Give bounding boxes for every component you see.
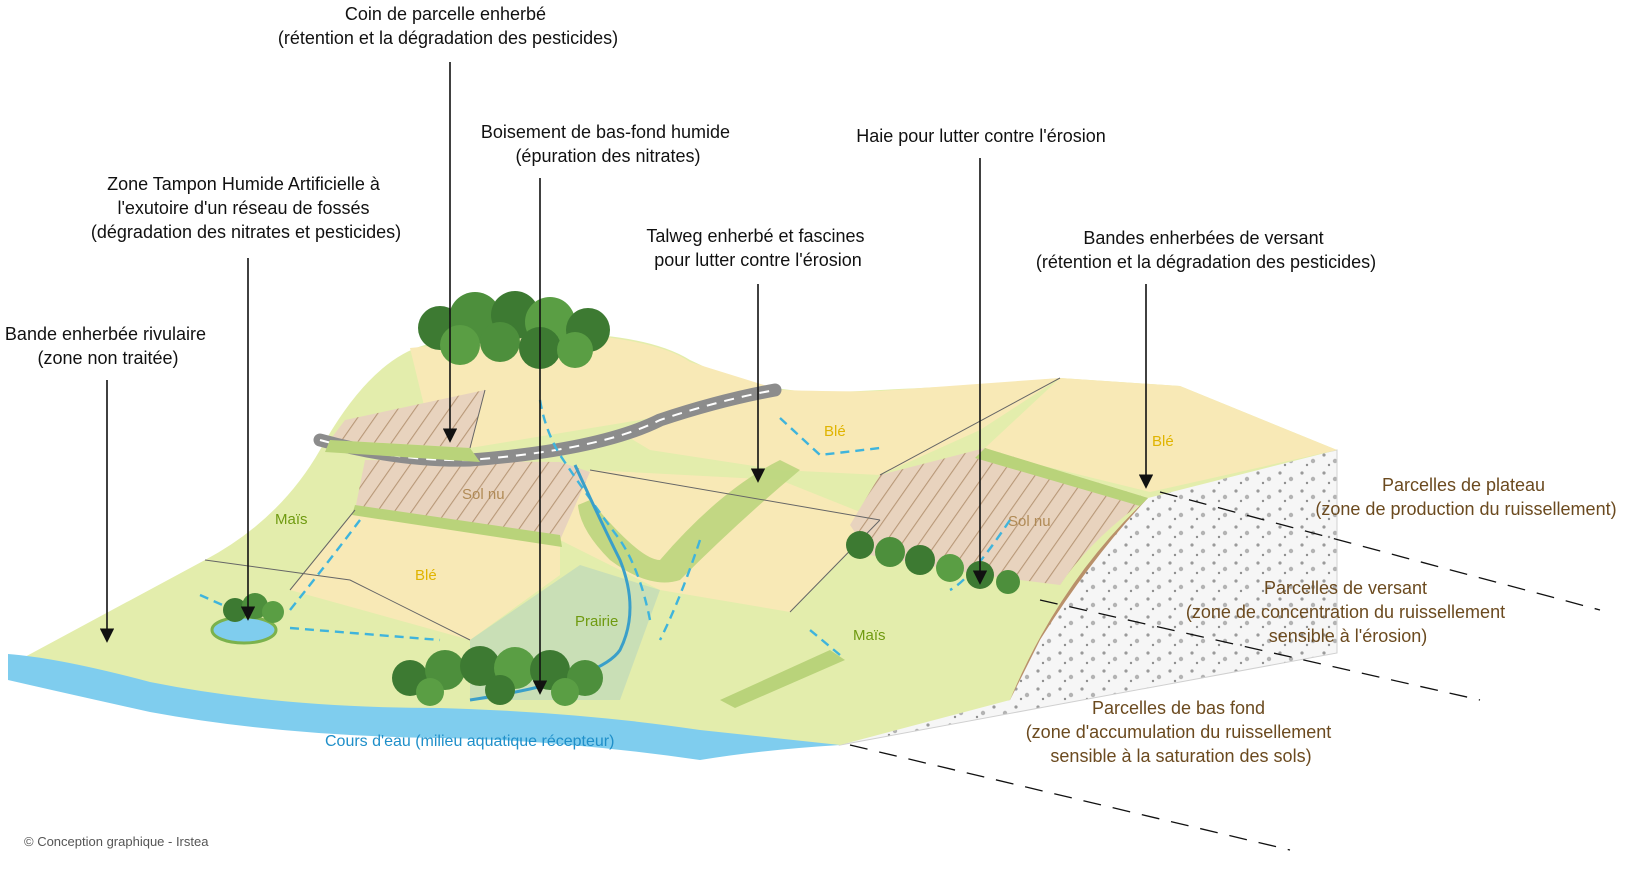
zone-label-plateau: Parcelles de plateau (zone de production… (1315, 475, 1616, 519)
label-woodland: Boisement de bas-fond humide (épuration … (481, 122, 735, 166)
wetland-pond (210, 615, 278, 645)
crop-label-prairie: Prairie (575, 613, 618, 630)
zone-label-slope: Parcelles de versant (zone de concentrat… (1186, 578, 1510, 646)
river-label: Cours d'eau (milieu aquatique récepteur) (325, 733, 614, 750)
crop-label-mais-left: Maïs (275, 511, 308, 528)
crop-label-ble-slope: Blé (415, 567, 437, 584)
crop-label-mais-right: Maïs (853, 627, 886, 644)
zone-label-bottom: Parcelles de bas fond (zone d'accumulati… (1026, 698, 1337, 766)
label-wetland-zone: Zone Tampon Humide Artificielle à l'exut… (91, 174, 401, 242)
plateau-field-right (985, 378, 1337, 492)
label-riparian-strip: Bande enherbée rivulaire (zone non trait… (5, 324, 211, 368)
talweg-grass (578, 460, 800, 583)
slope-field-ble-left (290, 510, 560, 640)
slope-grass-strip-left (352, 505, 562, 547)
label-slope-strips: Bandes enherbées de versant (rétention e… (1036, 228, 1376, 272)
soil-topsoil-band (996, 492, 1148, 702)
bare-soil-left (355, 460, 590, 540)
corner-grass-strip (325, 440, 480, 462)
credit-line: © Conception graphique - Irstea (24, 834, 209, 849)
woodland-bottom-trees (392, 646, 603, 706)
river (8, 654, 840, 760)
crop-label-ble-plateau-right: Blé (1152, 433, 1174, 450)
label-talweg: Talweg enherbé et fascines pour lutter c… (646, 226, 869, 270)
plateau-field-mid (620, 378, 1060, 475)
crop-label-sol-nu-left: Sol nu (462, 486, 505, 503)
crop-label-sol-nu-right: Sol nu (1008, 513, 1051, 530)
crop-label-ble-plateau-mid: Blé (824, 423, 846, 440)
label-hedge: Haie pour lutter contre l'érosion (856, 126, 1106, 146)
bottom-grass-strip (720, 650, 845, 708)
zone-guides (849, 491, 1601, 851)
slope-grass-strip-right (975, 448, 1148, 506)
label-corner-grass: Coin de parcelle enherbé (rétention et l… (278, 4, 618, 48)
